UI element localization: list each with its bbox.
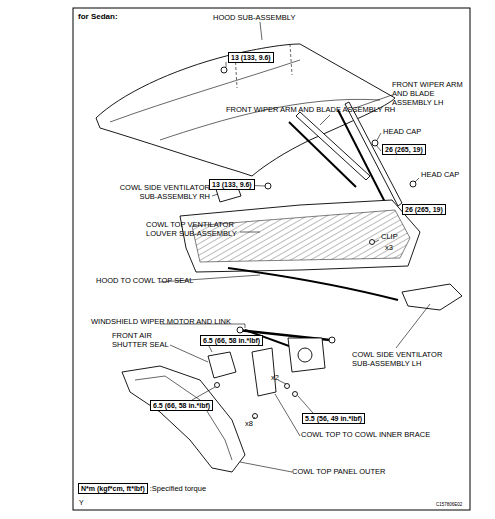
part-label: COWL SIDE VENTILATOR SUB-ASSEMBLY LH: [352, 350, 458, 368]
part-label: CLIP: [381, 232, 398, 241]
legend-text: :Specified torque: [150, 484, 206, 493]
torque-value: 13 (133, 9.6): [231, 54, 271, 61]
part-label: FRONT WIPER ARM AND BLADE ASSEMBLY RH: [226, 105, 395, 114]
wiper-motor-link: [237, 327, 335, 372]
torque-value: 26 (265, 19): [405, 206, 443, 213]
torque-box: 26 (265, 19): [402, 204, 446, 215]
bolt: [265, 183, 271, 189]
part-label: HEAD CAP: [421, 170, 459, 179]
torque-value: 6.5 (66, 58 in.*lbf): [153, 402, 210, 409]
bolt: [221, 67, 227, 73]
part-label: x2: [271, 373, 279, 382]
clip: [370, 240, 375, 245]
part-label: FRONT WIPER ARM AND BLADE ASSEMBLY LH: [392, 80, 470, 107]
part-label: x8: [245, 419, 253, 428]
torque-value: N*m (kgf*cm, ft*lbf): [81, 485, 145, 492]
part-label: COWL SIDE VENTILATOR SUB-ASSEMBLY RH: [104, 183, 210, 201]
frame: [73, 8, 470, 510]
torque-value: 13 (133, 9.6): [212, 181, 252, 188]
torque-box: N*m (kgf*cm, ft*lbf): [78, 483, 148, 494]
part-label: WINDSHIELD WIPER MOTOR AND LINK: [91, 317, 231, 326]
hood-to-cowl-seal: [228, 268, 398, 300]
head-cap: [372, 140, 378, 146]
part-label: HEAD CAP: [383, 127, 421, 136]
part-label: COWL TOP VENTILATOR LOUVER SUB-ASSEMBLY: [146, 220, 238, 238]
part-label: HOOD SUB-ASSEMBLY: [213, 13, 295, 22]
part-label: COWL TOP TO COWL INNER BRACE: [301, 430, 430, 439]
part-label: C157806E02: [436, 502, 462, 507]
torque-value: 5.5 (56, 49 in.*lbf): [305, 415, 362, 422]
part-label: FRONT AIR SHUTTER SEAL: [112, 331, 170, 349]
torque-box: 5.5 (56, 49 in.*lbf): [302, 413, 365, 424]
torque-box: 13 (133, 9.6): [209, 179, 255, 190]
torque-box: 26 (265, 19): [382, 144, 426, 155]
torque-box: 6.5 (66, 58 in.*lbf): [200, 335, 263, 346]
part-label: Y: [79, 499, 84, 507]
heading: for Sedan:: [78, 12, 118, 22]
front-air-shutter-seal: [208, 352, 236, 378]
cowl-top-panel-outer: [122, 366, 245, 472]
part-label: x3: [385, 243, 393, 252]
part-label: COWL TOP PANEL OUTER: [292, 467, 386, 476]
cowl-side-ventilator-lh: [402, 284, 462, 310]
part-label: HOOD TO COWL TOP SEAL: [96, 276, 193, 285]
torque-box: 6.5 (66, 58 in.*lbf): [150, 400, 213, 411]
torque-box: 13 (133, 9.6): [228, 52, 274, 63]
cowl-inner-brace: [252, 348, 276, 396]
torque-value: 26 (265, 19): [385, 146, 423, 153]
torque-value: 6.5 (66, 58 in.*lbf): [203, 337, 260, 344]
hood: [96, 44, 395, 176]
